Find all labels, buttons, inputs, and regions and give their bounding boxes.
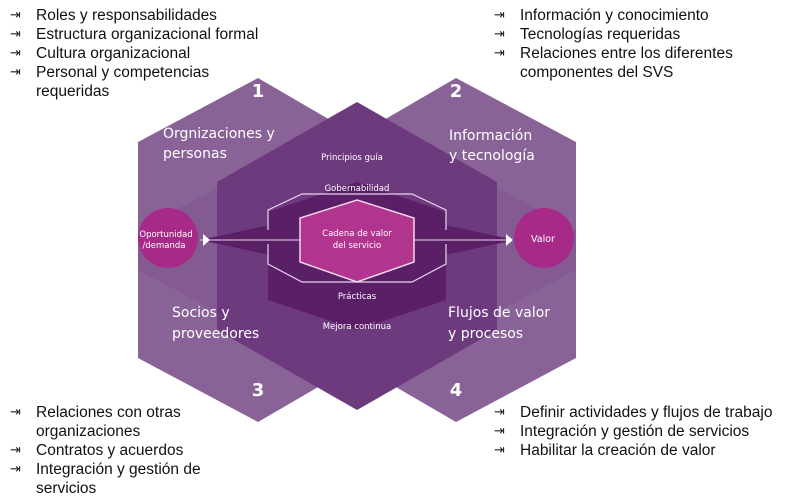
dimension-number-1: 1	[252, 81, 265, 102]
list-item: ⇥Habilitar la creación de valor	[494, 442, 716, 459]
opportunity-arrow-head	[203, 234, 210, 246]
arrow-to-bar-icon: ⇥	[10, 462, 21, 477]
list-item: ⇥Roles y responsabilidades	[10, 7, 217, 24]
gobernabilidad-label: Gobernabilidad	[325, 184, 390, 194]
dimension-number-3: 3	[252, 380, 265, 401]
arrow-to-bar-icon: ⇥	[494, 405, 505, 420]
dimension-4-label-line1: Flujos de valor	[448, 305, 550, 321]
value-circle	[514, 208, 574, 268]
list-partners-suppliers: ⇥Relaciones con otras organizaciones ⇥Co…	[10, 403, 250, 498]
arrow-to-bar-icon: ⇥	[10, 27, 21, 42]
value-arrow-head	[506, 234, 513, 246]
dimension-4-label-line2: y procesos	[448, 326, 523, 342]
arrow-to-bar-icon: ⇥	[10, 65, 21, 80]
arrow-to-bar-icon: ⇥	[10, 8, 21, 23]
list-organizations-people: ⇥Roles y responsabilidades ⇥Estructura o…	[10, 6, 280, 101]
cadena-valor-label-line1: Cadena de valor	[322, 229, 392, 239]
arrow-to-bar-icon: ⇥	[494, 8, 505, 23]
oportunidad-label-line1: Oportunidad	[139, 230, 192, 240]
gobernabilidad-frame	[267, 193, 447, 230]
list-item: ⇥Definir actividades y flujos de trabajo	[494, 404, 773, 421]
mejora-continua-label: Mejora continua	[323, 322, 391, 332]
dimension-1-label-line2: personas	[163, 146, 227, 162]
practicas-label: Prácticas	[338, 292, 377, 302]
arrow-to-bar-icon: ⇥	[494, 27, 505, 42]
oportunidad-label-line2: /demanda	[143, 241, 186, 251]
dimension-number-4: 4	[450, 380, 463, 401]
list-item: ⇥Tecnologías requeridas	[494, 26, 681, 43]
dimension-3-label-line1: Socios y	[172, 305, 230, 321]
list-item: ⇥Relaciones con otras organizaciones	[10, 404, 181, 440]
principios-guia-label: Principios guía	[321, 153, 383, 163]
list-value-streams-processes: ⇥Definir actividades y flujos de trabajo…	[494, 403, 792, 460]
dimension-1-label-line1: Orgnizaciones y	[163, 126, 275, 142]
arrow-to-bar-icon: ⇥	[494, 46, 505, 61]
list-item: ⇥Cultura organizacional	[10, 45, 191, 62]
opportunity-demand-circle	[138, 208, 198, 268]
cadena-valor-label-line2: del servicio	[333, 241, 381, 251]
list-item: ⇥Contratos y acuerdos	[10, 442, 184, 459]
arrow-to-bar-icon: ⇥	[10, 443, 21, 458]
valor-label: Valor	[531, 234, 555, 245]
dimension-2-label-line1: Información	[449, 128, 532, 144]
list-item: ⇥Información y conocimiento	[494, 7, 709, 24]
list-item: ⇥Integración y gestión de servicios	[494, 423, 750, 440]
arrow-to-bar-icon: ⇥	[494, 443, 505, 458]
list-item: ⇥Integración y gestión de servicios	[10, 461, 201, 497]
dimension-2-label-line2: y tecnología	[449, 148, 535, 164]
arrow-to-bar-icon: ⇥	[10, 405, 21, 420]
list-item: ⇥Relaciones entre los diferentes compone…	[494, 45, 733, 81]
service-value-chain-hexagon	[299, 199, 415, 283]
list-item: ⇥Estructura organizacional formal	[10, 26, 259, 43]
dimension-3-label-line2: proveedores	[172, 326, 259, 342]
list-information-technology: ⇥Información y conocimiento ⇥Tecnologías…	[494, 6, 764, 82]
dimension-number-2: 2	[450, 81, 463, 102]
arrow-to-bar-icon: ⇥	[494, 424, 505, 439]
arrow-to-bar-icon: ⇥	[10, 46, 21, 61]
list-item: ⇥Personal y competencias requeridas	[10, 64, 210, 100]
